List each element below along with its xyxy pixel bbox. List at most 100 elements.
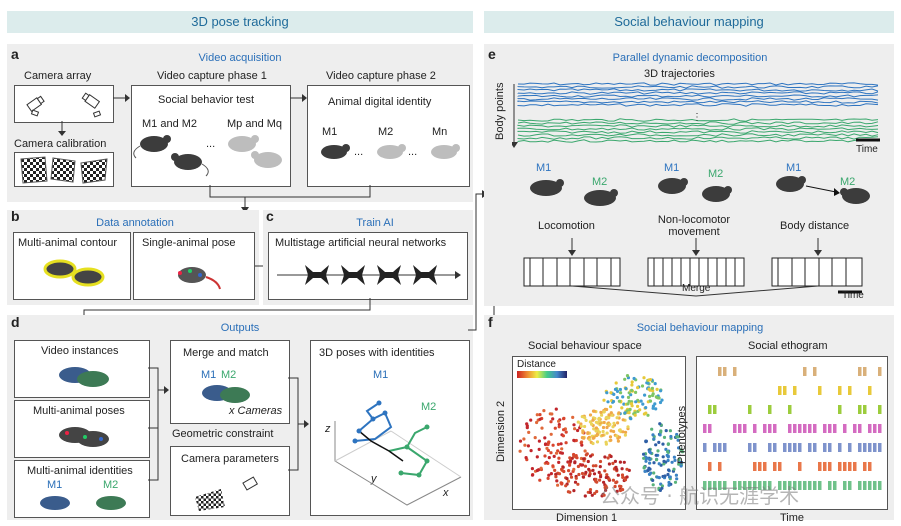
umap-point (639, 399, 643, 403)
umap-point (562, 428, 566, 432)
umap-point (538, 413, 542, 417)
umap-point (605, 425, 609, 430)
umap-point (615, 389, 620, 393)
ethogram-bout (788, 443, 792, 452)
umap-point (581, 463, 585, 467)
umap-point (652, 437, 656, 441)
umap-point (604, 488, 608, 492)
umap-point (590, 493, 594, 497)
umap-point (617, 428, 622, 432)
umap-point (572, 438, 576, 442)
ethogram-bout (813, 367, 817, 376)
umap-point (602, 398, 606, 402)
panel-f-letter: f (488, 314, 493, 330)
camera-array-label: Camera array (24, 70, 92, 82)
panel-e-letter: e (488, 46, 496, 62)
umap-point (620, 406, 624, 410)
umap-point (677, 462, 681, 466)
umap-point (581, 430, 585, 434)
umap-point (625, 475, 629, 479)
distance-colorbar (517, 371, 567, 378)
trajectory-line (517, 103, 879, 107)
trajectory-line (517, 130, 879, 134)
ellipsis-a1: ... (354, 146, 364, 158)
ellipsis-label: ... (206, 138, 216, 150)
umap-point (662, 435, 667, 439)
ethogram-bout (788, 481, 792, 490)
arrow-right-a (113, 90, 131, 108)
umap-point (591, 436, 595, 440)
umap-scatter (518, 374, 685, 498)
umap-point (642, 452, 646, 456)
umap-point (675, 435, 679, 439)
identities-label: Multi-animal identities (27, 465, 133, 477)
umap-point (601, 425, 606, 430)
umap-point (648, 378, 652, 382)
umap-point (668, 429, 672, 433)
umap-point (580, 471, 585, 476)
umap-point (672, 467, 676, 471)
umap-point (618, 488, 623, 493)
ethogram-bout (788, 424, 792, 433)
camera-calibration-box (14, 152, 114, 187)
umap-point (667, 475, 672, 479)
umap-point (569, 472, 573, 476)
phase2-box: Animal digital identity M1 M2 Mn ... ... (307, 85, 470, 187)
m1-e3: M1 (786, 162, 802, 174)
umap-point (556, 442, 560, 446)
ethogram-bout (878, 424, 882, 433)
ethogram-bout (828, 462, 832, 471)
ethogram-bout (848, 386, 852, 395)
umap-point (664, 429, 668, 433)
umap-point (626, 425, 630, 429)
umap-point (657, 396, 661, 400)
mpmq-label: Mp and Mq (227, 118, 283, 130)
pose-label: Single-animal pose (142, 237, 236, 249)
umap-point (526, 444, 530, 448)
umap-point (527, 430, 531, 434)
ethogram-bout (783, 386, 787, 395)
umap-point (543, 436, 547, 440)
umap-point (630, 380, 634, 384)
ethogram-bout (808, 481, 812, 490)
umap-point (621, 430, 625, 434)
m1-3d: M1 (373, 369, 389, 381)
umap-point (537, 439, 541, 443)
umap-point (651, 389, 655, 393)
umap-point (623, 411, 627, 415)
umap-point (560, 482, 564, 486)
trajectories-plot: ⋮ (512, 82, 880, 148)
identities-box: Multi-animal identities M1 M2 (14, 460, 150, 518)
ethogram-bout (863, 462, 867, 471)
umap-point (612, 421, 616, 425)
ethogram-bout (763, 424, 767, 433)
ethogram-bout (703, 424, 707, 433)
trajectory-line (517, 124, 879, 128)
umap-point (666, 458, 670, 463)
umap-point (597, 430, 602, 434)
umap-point (620, 467, 624, 471)
ethogram-bout (878, 443, 882, 452)
umap-point (633, 413, 637, 417)
contour-mice (43, 259, 105, 287)
ethogram-bout (723, 443, 727, 452)
umap-point (594, 426, 598, 430)
umap-point (545, 446, 549, 450)
umap-point (549, 472, 553, 476)
umap-point (607, 413, 611, 417)
ethogram-bout (858, 443, 862, 452)
m1m2-label: M1 and M2 (142, 118, 198, 130)
left-header: 3D pose tracking (7, 11, 473, 33)
checkerboards-icon (20, 156, 108, 184)
mouse-dark-2 (171, 153, 209, 177)
ethogram-bout (853, 462, 857, 471)
umap-point (602, 493, 606, 497)
ethogram-bout (708, 405, 712, 414)
umap-point (551, 443, 555, 447)
ethogram-bout (793, 481, 797, 490)
umap-point (643, 469, 647, 473)
umap-point (584, 470, 588, 474)
umap-point (557, 419, 561, 423)
umap-point (648, 461, 652, 465)
ethogram-bout (798, 462, 802, 471)
